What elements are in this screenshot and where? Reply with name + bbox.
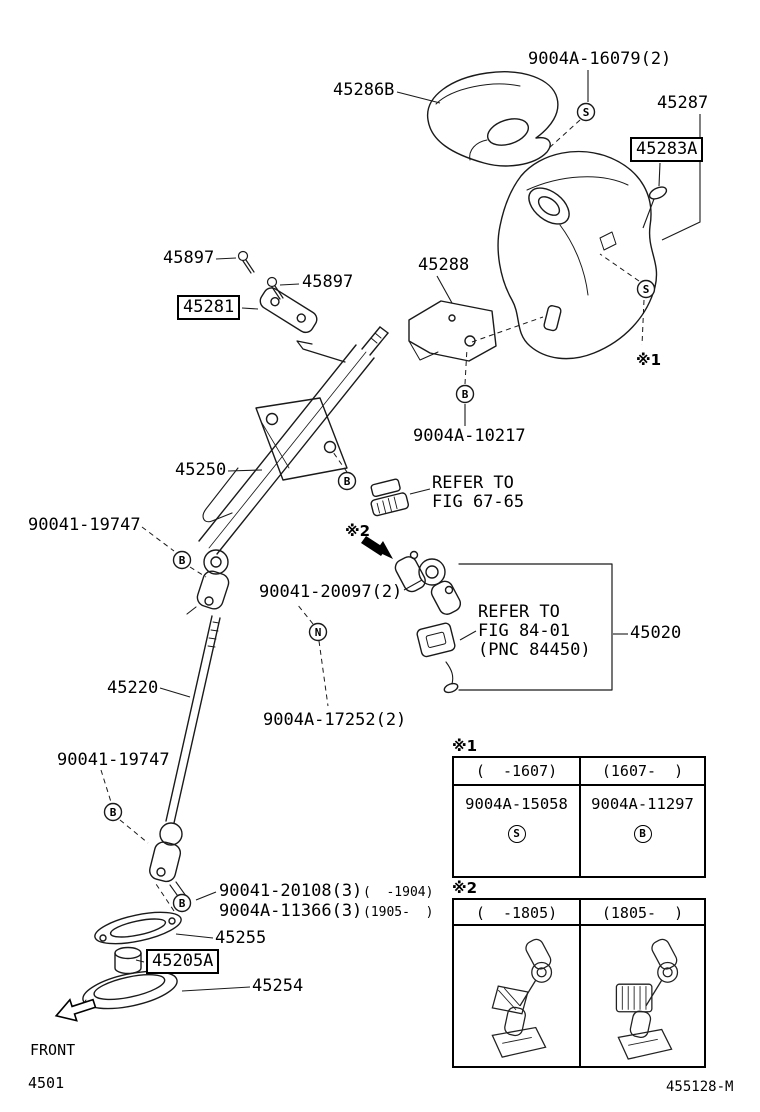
svg-text:S: S	[643, 283, 650, 296]
svg-text:B: B	[462, 388, 469, 401]
part-label-45283A: 45283A	[630, 137, 704, 163]
marker-b-icon: B	[337, 471, 357, 491]
upper-joint-drawing	[186, 549, 230, 615]
dashed-leader-lines	[100, 119, 645, 912]
note2-arrow-icon	[361, 536, 393, 559]
part-label-90041-20097: 90041-20097(2)	[259, 582, 403, 602]
table2-title: ※2	[452, 879, 478, 897]
variant-sketch-early	[490, 938, 552, 1058]
part-label-45286B: 45286B	[333, 80, 395, 100]
page-code: 4501	[28, 1074, 65, 1092]
part-label-9004A-10217: 9004A-10217	[413, 426, 526, 446]
svg-text:S: S	[583, 106, 590, 119]
sensor-group-box	[458, 563, 613, 691]
table1-cell2: 9004A-11297 B	[579, 786, 704, 876]
variant-table-2: ( -1805) (1805- )	[452, 898, 706, 1068]
marker-s-icon: S	[507, 825, 526, 843]
plate-45281-drawing	[259, 287, 318, 334]
lower-column-cover-drawing	[497, 150, 658, 360]
part-label-9004A-15058: 9004A-15058	[465, 795, 568, 813]
part-label-45254: 45254	[252, 976, 304, 996]
refer-fig-84-01-line2: FIG 84-01	[478, 621, 571, 641]
part-label-9004A-17252: 9004A-17252(2)	[263, 710, 407, 730]
table2-col2-header: (1805- )	[579, 900, 704, 926]
part-label-45287: 45287	[657, 93, 709, 113]
part-label-9004A-11366: 9004A-11366(3)	[219, 901, 363, 921]
part-label-45205A: 45205A	[146, 949, 220, 975]
table1-title: ※1	[452, 737, 478, 755]
marker-b-icon: B	[633, 825, 652, 843]
refer-fig-84-01-line3: (PNC 84450)	[478, 640, 591, 660]
figure-code: 455128-M	[666, 1079, 734, 1095]
column-assembly-drawing	[198, 326, 389, 555]
part-label-9004A-11297: 9004A-11297	[591, 795, 694, 813]
note2-ref: ※2	[345, 522, 371, 540]
table2-col1-header: ( -1805)	[454, 900, 579, 926]
mid-yoke-cluster-drawing	[394, 550, 462, 615]
bracket-45288-drawing	[408, 300, 497, 362]
marker-b-icon: B	[172, 550, 192, 570]
svg-text:B: B	[179, 897, 186, 910]
part-label-9004A-16079: 9004A-16079(2)	[528, 49, 672, 69]
ring-45283A-drawing	[648, 186, 668, 200]
table2-cell-early	[454, 926, 579, 1066]
part-label-90041-19747-b: 90041-19747	[57, 750, 170, 770]
front-arrow-icon	[54, 998, 97, 1022]
variant-sketch-late	[615, 938, 678, 1060]
part-label-45020: 45020	[630, 623, 682, 643]
note1-ref: ※1	[636, 351, 662, 369]
marker-b-icon: B	[103, 802, 123, 822]
sensor-84450-drawing	[416, 622, 459, 694]
svg-text:B: B	[179, 554, 186, 567]
marker-s-icon: S	[576, 102, 596, 122]
svg-text:B: B	[110, 806, 117, 819]
marker-b-icon: B	[172, 893, 192, 913]
lower-joint-drawing	[149, 822, 187, 900]
svg-text:B: B	[344, 475, 351, 488]
range-90041-20108: ( -1904)	[363, 885, 434, 900]
refer-fig-67-65-line2: FIG 67-65	[432, 492, 525, 512]
table1-cell1: 9004A-15058 S	[454, 786, 579, 876]
part-label-45250: 45250	[175, 460, 227, 480]
dust-seal-drawing	[94, 911, 182, 945]
part-label-90041-20108: 90041-20108(3)	[219, 881, 363, 901]
svg-text:N: N	[315, 626, 322, 639]
table1-col1-header: ( -1607)	[454, 758, 579, 786]
part-label-45255: 45255	[215, 928, 267, 948]
part-label-45897-b: 45897	[302, 272, 354, 292]
table1-col2-header: (1607- )	[579, 758, 704, 786]
marker-s-icon: S	[636, 279, 656, 299]
part-label-45281: 45281	[177, 295, 241, 321]
refer-6765-part-drawing	[370, 478, 410, 517]
refer-fig-84-01-line1: REFER TO	[478, 602, 560, 622]
part-label-45288: 45288	[418, 255, 470, 275]
part-label-45897-a: 45897	[163, 248, 215, 268]
marker-b-icon: B	[455, 384, 475, 404]
upper-column-cover-drawing	[427, 71, 559, 167]
screws-45897-drawing	[237, 250, 284, 300]
range-9004A-11366: (1905- )	[363, 905, 434, 920]
variant-table-1: ( -1607) (1607- ) 9004A-15058 S 9004A-11…	[452, 756, 706, 878]
intermediate-shaft-drawing	[165, 615, 221, 824]
part-label-90041-19747-a: 90041-19747	[28, 515, 141, 535]
table2-cell-late	[579, 926, 704, 1066]
fastener-markers: S S B B B N B B	[103, 102, 656, 913]
refer-fig-67-65-line1: REFER TO	[432, 473, 514, 493]
front-label: FRONT	[30, 1041, 76, 1059]
marker-n-icon: N	[308, 622, 328, 642]
part-label-45220: 45220	[107, 678, 159, 698]
